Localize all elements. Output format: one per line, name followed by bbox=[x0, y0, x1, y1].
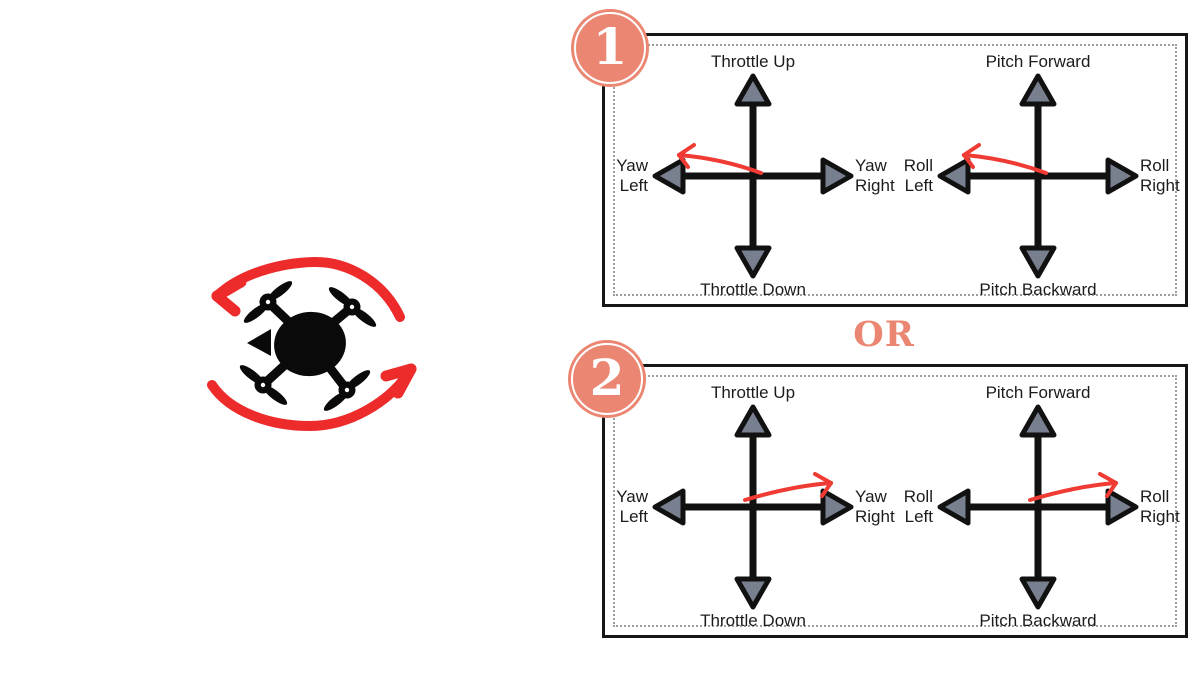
option-1-pitch-roll-stick: Pitch Forward Pitch Backward Roll Left R… bbox=[888, 36, 1188, 316]
stick-cross bbox=[652, 404, 854, 610]
badge-ring bbox=[574, 12, 646, 84]
panel-dotted-border bbox=[613, 375, 1177, 627]
stick-input-arrow-left bbox=[677, 143, 763, 175]
stick-label-left: Roll Left bbox=[903, 156, 933, 195]
option-2-panel: Throttle Up Throttle Down Yaw Left Yaw R… bbox=[602, 364, 1188, 638]
or-separator-label: OR bbox=[853, 314, 915, 355]
drone-heading-triangle-icon bbox=[247, 329, 271, 356]
option-1-throttle-yaw-stick: Throttle Up Throttle Down Yaw Left Yaw R… bbox=[603, 36, 903, 316]
stick-label-down: Throttle Down bbox=[700, 611, 806, 630]
option-2-pitch-roll-stick: Pitch Forward Pitch Backward Roll Left R… bbox=[888, 367, 1188, 647]
rotating-drone-figure bbox=[185, 245, 430, 440]
quadcopter-top-view-icon bbox=[207, 256, 417, 432]
drone-body bbox=[239, 281, 377, 411]
stick-cross bbox=[652, 73, 854, 279]
option-2-badge: 2 bbox=[568, 340, 646, 418]
stick-label-down: Throttle Down bbox=[700, 280, 806, 299]
stick-label-right: Roll Right bbox=[1140, 156, 1180, 195]
badge-ring bbox=[571, 343, 643, 415]
stick-cross bbox=[937, 404, 1139, 610]
stick-cross bbox=[937, 73, 1139, 279]
stick-input-arrow-right bbox=[1028, 472, 1118, 502]
stick-label-up: Throttle Up bbox=[710, 52, 796, 71]
counterclockwise-rotation-arrows-icon bbox=[207, 256, 417, 432]
panel-dotted-border bbox=[613, 44, 1177, 296]
stick-label-left: Yaw Left bbox=[616, 156, 648, 195]
stick-label-right: Roll Right bbox=[1140, 487, 1180, 526]
option-1-number: 1 bbox=[592, 16, 628, 76]
option-1-panel: Throttle Up Throttle Down Yaw Left Yaw R… bbox=[602, 33, 1188, 307]
stick-label-left: Yaw Left bbox=[616, 487, 648, 526]
stick-label-right: Yaw Right bbox=[855, 487, 895, 526]
stick-label-down: Pitch Backward bbox=[979, 611, 1097, 630]
option-2-throttle-yaw-stick: Throttle Up Throttle Down Yaw Left Yaw R… bbox=[603, 367, 903, 647]
stick-label-right: Yaw Right bbox=[855, 156, 895, 195]
stick-input-arrow-right bbox=[743, 472, 833, 502]
stick-label-up: Throttle Up bbox=[710, 383, 796, 402]
option-2-number: 2 bbox=[589, 347, 625, 407]
stick-label-up: Pitch Forward bbox=[985, 383, 1091, 402]
stick-label-left: Roll Left bbox=[903, 487, 933, 526]
option-1-badge: 1 bbox=[571, 9, 649, 87]
stick-input-arrow-left bbox=[962, 143, 1048, 175]
stick-label-down: Pitch Backward bbox=[979, 280, 1097, 299]
stick-label-up: Pitch Forward bbox=[985, 52, 1091, 71]
